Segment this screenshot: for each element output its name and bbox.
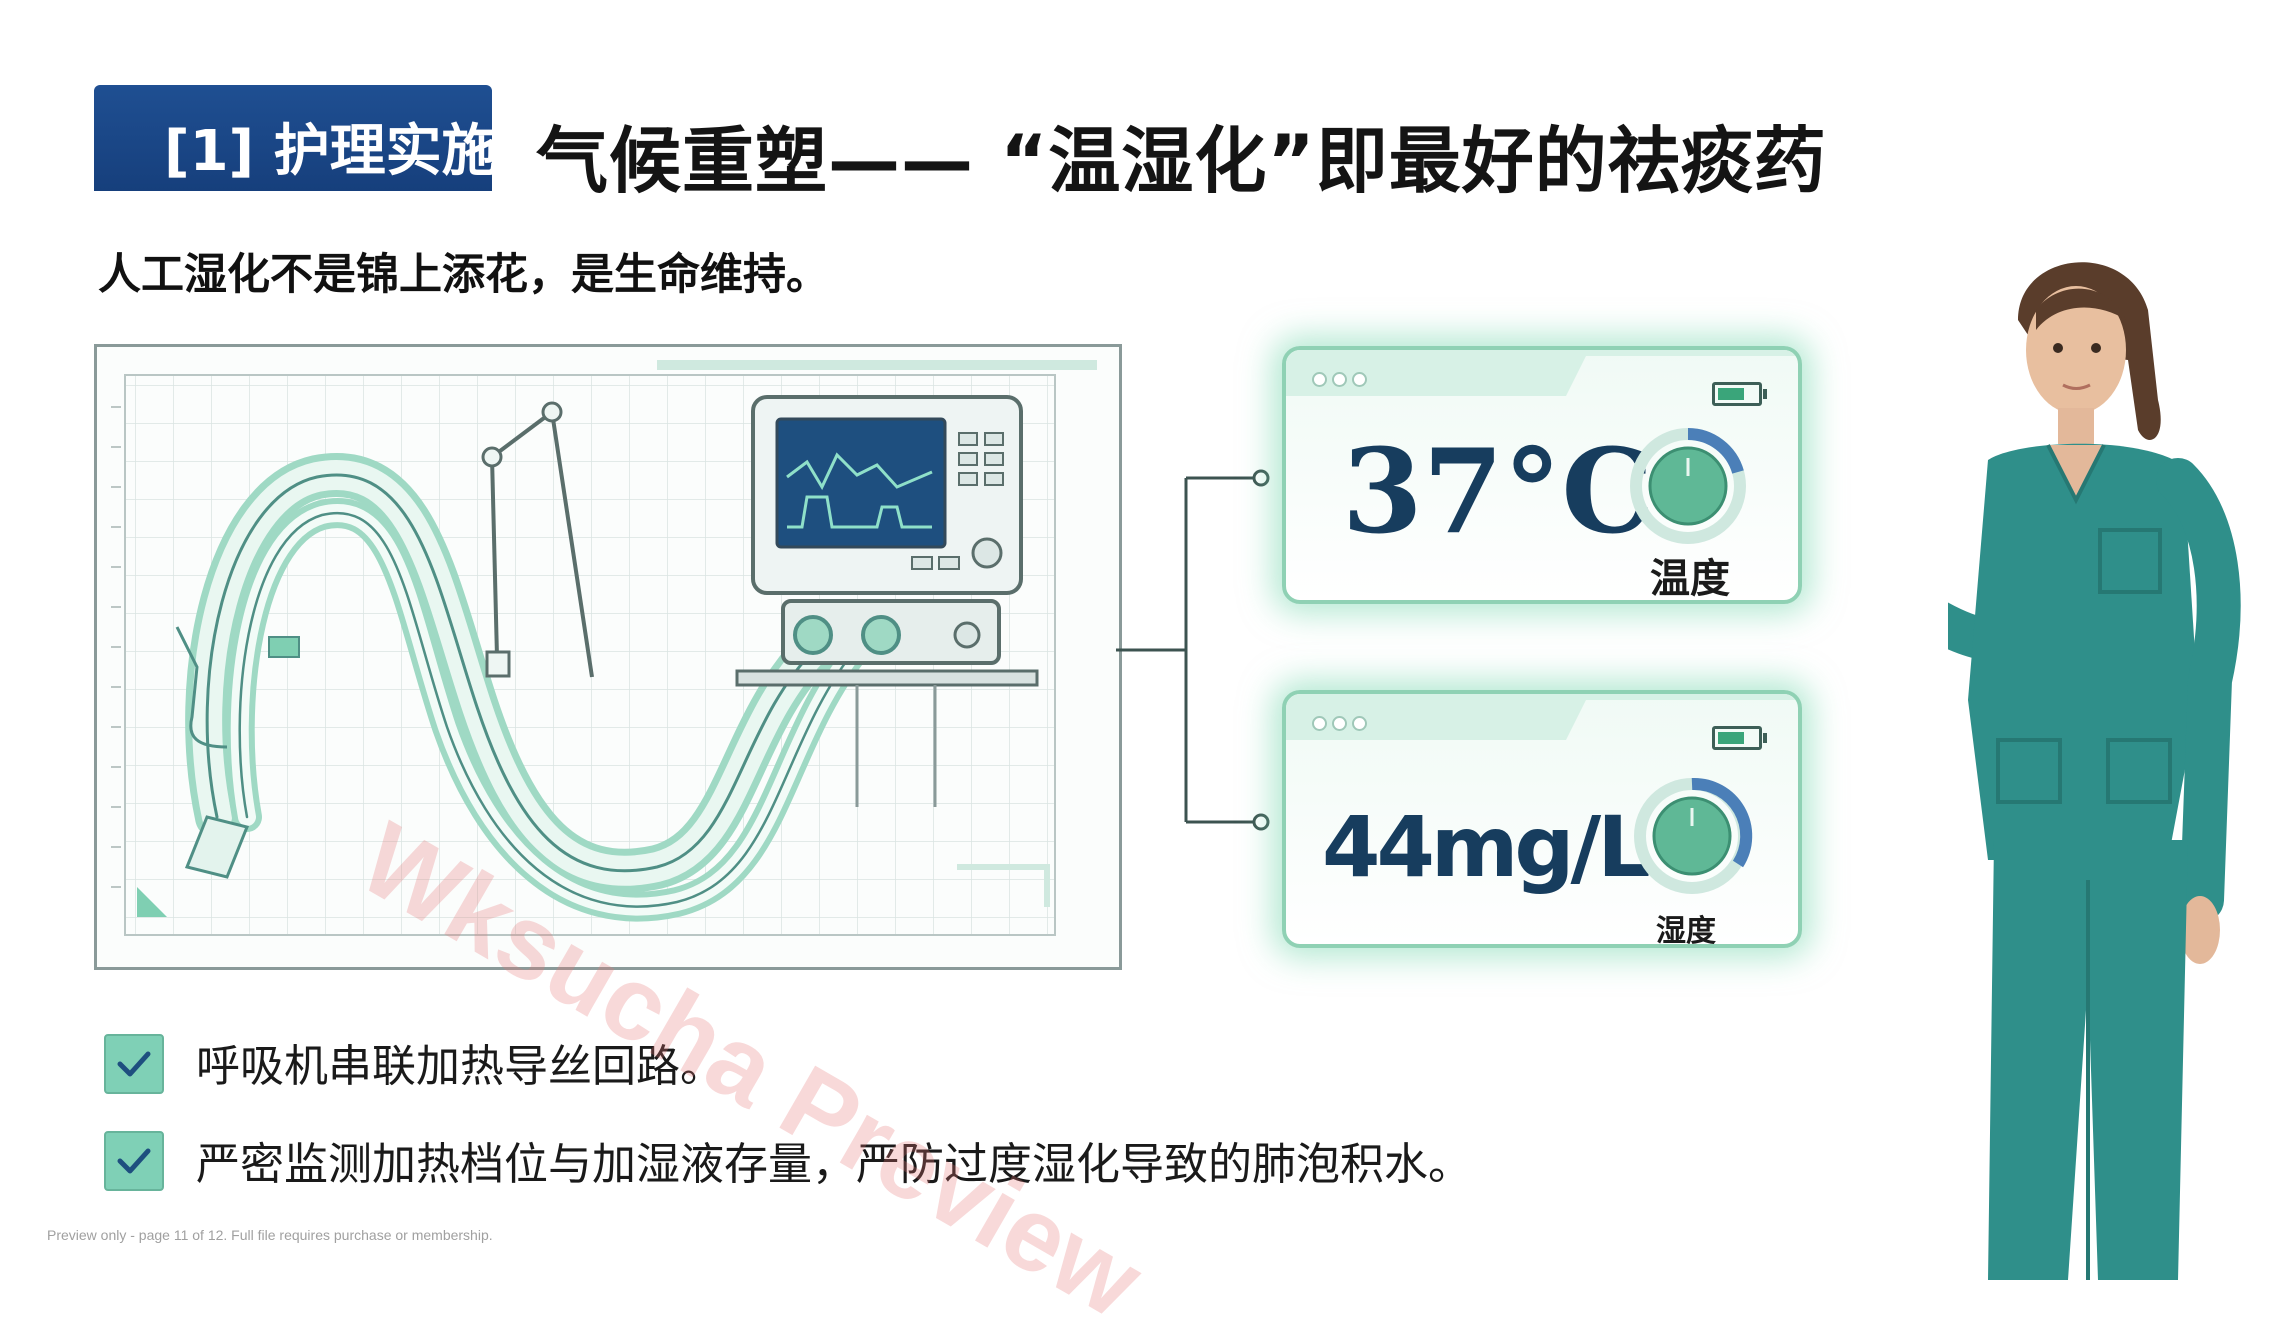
schematic-drawing [111, 360, 1097, 936]
section-tag-text: [1] 护理实施 [164, 119, 492, 184]
card-title-bar [1286, 350, 1798, 396]
ventilator-schematic-illustration [94, 344, 1122, 970]
temperature-label: 温度 [1650, 556, 1730, 602]
battery-icon [1712, 726, 1767, 750]
humidity-label: 湿度 [1656, 914, 1716, 948]
checkbox-2 [104, 1131, 164, 1191]
temperature-value: 37°C [1342, 424, 1654, 560]
section-tag: [1] 护理实施 [94, 85, 492, 191]
checklist-item-1: 呼吸机串联加热导丝回路。 [196, 1041, 724, 1092]
check-icon [117, 1051, 151, 1077]
battery-icon [1712, 382, 1767, 406]
temperature-readout-card: 37°C 温度 [1282, 346, 1802, 604]
card-title-bar [1286, 694, 1798, 740]
humidity-readout-card: 44mg/L 湿度 [1282, 690, 1802, 948]
temperature-dial-knob-icon [1630, 428, 1746, 544]
humidity-value: 44mg/L [1322, 798, 1651, 896]
checklist-item-2: 严密监测加热档位与加湿液存量，严防过度湿化导致的肺泡积水。 [196, 1139, 1472, 1190]
page-subtitle: 人工湿化不是锦上添花，是生命维持。 [98, 250, 829, 300]
humidity-dial-knob-icon [1634, 777, 1753, 894]
preview-footer-note: Preview only - page 11 of 12. Full file … [47, 1227, 493, 1243]
nurse-illustration [1948, 262, 2241, 1280]
connector-lines [1116, 469, 1270, 831]
check-icon [117, 1148, 151, 1174]
checkbox-1 [104, 1034, 164, 1094]
page-title: 气候重塑—— “温湿化”即最好的祛痰药 [536, 119, 1827, 203]
